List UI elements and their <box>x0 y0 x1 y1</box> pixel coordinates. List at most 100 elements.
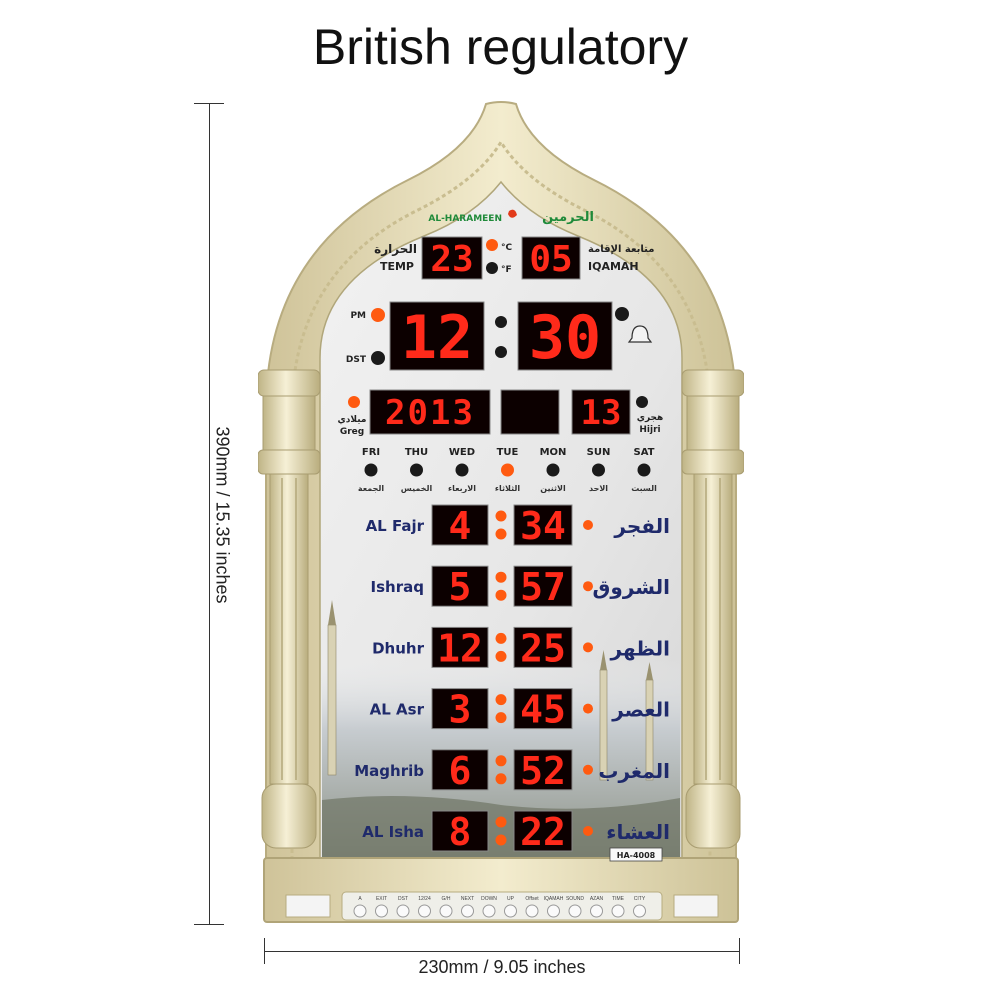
prayer-colon-top <box>495 510 507 522</box>
base-plate-left <box>285 894 331 918</box>
weekday-row: FRIالجمعةTHUالخميسWEDالاربعاءTUEالثلاثاء… <box>358 447 657 494</box>
prayer-minute-display <box>513 565 573 607</box>
control-button-label: DST <box>398 896 408 902</box>
prayer-name-en: AL Isha <box>362 823 424 841</box>
prayer-minute-display <box>513 749 573 791</box>
hijri-day-display <box>571 389 631 435</box>
prayer-hour-display <box>431 565 489 607</box>
prayer-name-ar: العصر <box>611 698 670 722</box>
brand-name-ar: الحرمين <box>542 210 594 225</box>
height-dimension-line <box>209 103 210 925</box>
pm-label: PM <box>350 311 366 321</box>
weekday-label-en: THU <box>405 447 428 458</box>
prayer-colon-bottom <box>495 712 507 724</box>
control-button[interactable] <box>461 904 474 918</box>
height-dimension-cap-bottom <box>194 924 224 925</box>
weekday-label-ar: الخميس <box>401 484 433 494</box>
prayer-name-ar: الشروق <box>593 575 670 599</box>
prayer-name-en: Dhuhr <box>372 639 424 657</box>
iqamah-display <box>521 236 581 280</box>
control-button[interactable] <box>353 904 367 918</box>
prayer-name-en: Maghrib <box>354 762 424 780</box>
control-button-label: Offset <box>525 896 539 902</box>
control-button[interactable] <box>611 904 625 918</box>
iqamah-value: 05 <box>529 239 572 280</box>
control-button[interactable] <box>547 904 560 918</box>
weekday-label-ar: الاربعاء <box>448 484 476 493</box>
weekday-label-ar: الاثنين <box>540 484 566 493</box>
prayer-name-ar: العشاء <box>606 820 670 844</box>
year-value: 2013 <box>385 393 475 433</box>
weekday-label-ar: الاحد <box>589 484 608 493</box>
control-button[interactable] <box>590 904 603 918</box>
weekday-indicator <box>364 463 378 477</box>
weekday-indicator <box>546 463 560 477</box>
pm-indicator <box>371 308 385 322</box>
control-button[interactable] <box>568 904 582 918</box>
prayer-colon-bottom <box>495 589 507 601</box>
hijri-indicator <box>636 396 648 408</box>
celsius-indicator <box>486 239 498 251</box>
width-dimension-line <box>264 951 740 952</box>
control-button[interactable] <box>439 904 453 918</box>
model-badge <box>609 847 663 862</box>
control-button-label: G/H <box>442 896 451 902</box>
brand-name-en: AL-HARAMEEN <box>428 214 502 224</box>
weekday-label-en: SAT <box>634 447 655 458</box>
left-column <box>258 369 321 849</box>
prayer-minute-display <box>513 626 573 668</box>
control-button[interactable] <box>375 904 388 918</box>
dst-label: DST <box>346 355 367 365</box>
prayer-alarm-indicator <box>583 703 593 714</box>
prayer-alarm-indicator <box>583 642 593 653</box>
prayer-hour-display <box>431 504 489 546</box>
control-button[interactable] <box>633 904 646 918</box>
greg-label-en: Greg <box>340 427 364 437</box>
height-dimension-cap-top <box>194 103 224 104</box>
weekday-label-en: MON <box>540 447 567 458</box>
celsius-label: °C <box>501 243 513 253</box>
fahrenheit-indicator <box>486 262 498 274</box>
dst-indicator <box>371 351 385 365</box>
prayer-minute: 52 <box>520 749 566 793</box>
weekday-indicator <box>637 463 651 477</box>
control-button[interactable] <box>482 904 496 918</box>
alarm-indicator <box>615 307 629 321</box>
weekday-label-ar: الجمعة <box>358 484 385 493</box>
control-button[interactable] <box>396 904 410 918</box>
prayer-alarm-indicator <box>583 581 593 592</box>
prayer-hour-display <box>431 626 489 668</box>
hours-display <box>389 301 485 371</box>
prayer-name-ar: الظهر <box>610 636 671 660</box>
control-button[interactable] <box>418 904 431 918</box>
weekday-label-en: TUE <box>497 447 519 458</box>
weekday-label-ar: السبت <box>631 484 657 493</box>
minutes-display <box>517 301 613 371</box>
colon-dot-bottom <box>495 346 507 358</box>
prayer-colon-top <box>495 694 507 706</box>
prayer-hour-display <box>431 688 489 730</box>
control-button[interactable] <box>504 904 517 918</box>
prayer-hour: 8 <box>449 810 472 854</box>
prayer-minute: 22 <box>520 810 566 854</box>
temp-display <box>421 236 483 280</box>
prayer-minute: 25 <box>520 626 566 670</box>
height-dimension-label: 390mm / 15.35 inches <box>212 426 233 604</box>
prayer-hour-display <box>431 810 489 852</box>
weekday-indicator <box>455 463 469 477</box>
crescent-logo-icon <box>508 209 517 218</box>
prayer-hour: 5 <box>449 565 472 609</box>
control-button[interactable] <box>525 904 539 918</box>
prayer-alarm-indicator <box>583 520 593 530</box>
control-button-label: NEXT <box>461 896 474 902</box>
weekday-label-en: FRI <box>362 447 380 458</box>
temp-value: 23 <box>430 239 473 280</box>
prayer-colon-bottom <box>495 773 507 785</box>
gregorian-indicator <box>348 396 360 408</box>
